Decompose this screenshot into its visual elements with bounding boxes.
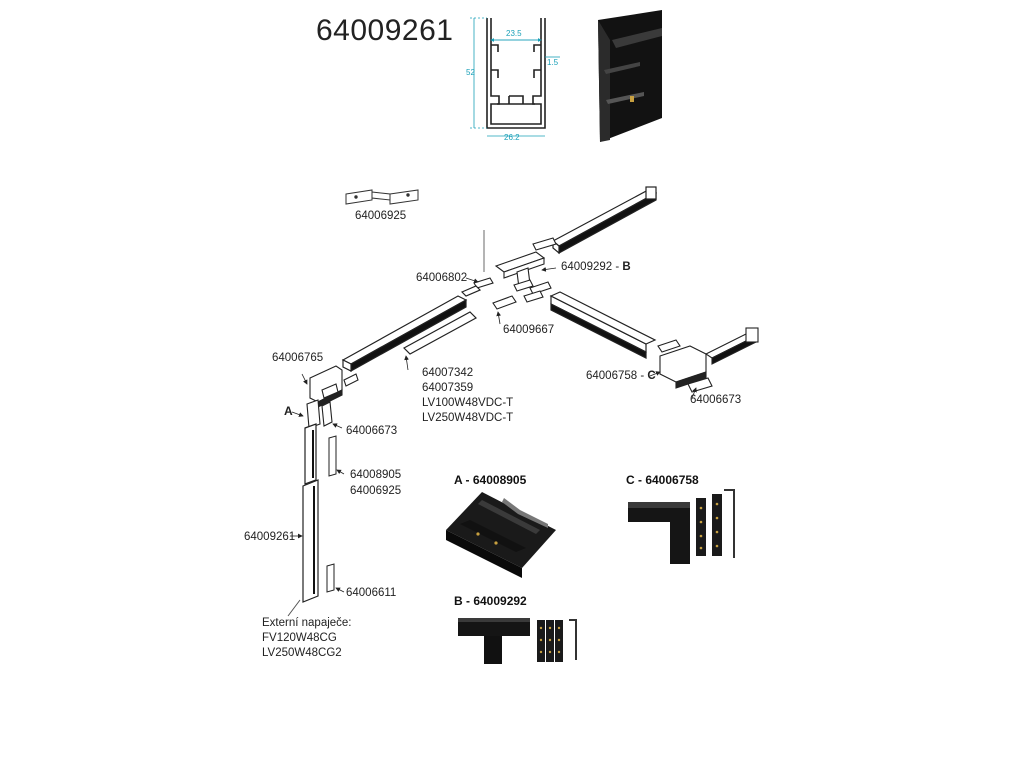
label-module-2: 64007359 xyxy=(422,382,474,394)
profile-photo xyxy=(598,10,662,142)
rail-lower-right xyxy=(549,291,657,359)
corner-left-assembly xyxy=(306,365,359,429)
t-joint-assembly xyxy=(473,230,557,310)
end-cap-drawing xyxy=(326,563,335,593)
profile-cross-section xyxy=(486,18,546,129)
detail-b-drawing xyxy=(458,618,577,664)
label-end-cap: 64006611 xyxy=(346,587,397,599)
detail-c-title: C - 64006758 xyxy=(626,473,699,487)
label-module-3: LV100W48VDC-T xyxy=(422,397,514,409)
product-code-title: 64009261 xyxy=(316,14,454,47)
detail-c-drawing xyxy=(628,489,735,564)
connector-a-vertical xyxy=(328,435,337,477)
leader-lines xyxy=(290,267,697,593)
label-top-connector: 64006925 xyxy=(355,210,407,222)
dim-outer-width: 26.2 xyxy=(504,133,520,142)
dim-inner-width: 23.5 xyxy=(506,29,522,38)
dim-height: 52 xyxy=(466,68,475,77)
label-t-sub: 64009667 xyxy=(503,324,555,336)
top-connector-drawing xyxy=(345,189,419,205)
label-corner-c: 64006758 - C xyxy=(586,370,656,382)
power-cable xyxy=(287,599,301,617)
rail-upper-right xyxy=(551,186,658,255)
rail-left-diagonal xyxy=(341,285,482,373)
label-connector-a-2: 64006925 xyxy=(350,485,402,497)
marker-a: A xyxy=(284,404,293,418)
label-ext-psu-1: FV120W48CG xyxy=(262,632,337,644)
rail-vertical-upper xyxy=(304,423,317,485)
corner-c-assembly xyxy=(657,327,759,393)
label-corner-left: 64006765 xyxy=(272,352,324,364)
rail-vertical-lower xyxy=(302,479,319,603)
label-ext-psu-2: LV250W48CG2 xyxy=(262,647,342,659)
label-rail: 64009261 xyxy=(244,531,296,543)
label-module-1: 64007342 xyxy=(422,367,474,379)
label-module-4: LV250W48VDC-T xyxy=(422,412,514,424)
label-plate-a: 64006673 xyxy=(346,425,398,437)
dimension-lines xyxy=(470,17,560,137)
label-connector-a-1: 64008905 xyxy=(350,469,402,481)
detail-b-title: B - 64009292 xyxy=(454,594,527,608)
detail-a-title: A - 64008905 xyxy=(454,473,527,487)
label-ext-psu-title: Externí napaječe: xyxy=(262,617,352,629)
detail-a-drawing xyxy=(446,492,556,578)
label-t-joint: 64009292 - B xyxy=(561,261,631,273)
label-plate-c: 64006673 xyxy=(690,394,742,406)
dim-wall: 1.5 xyxy=(547,58,559,67)
label-feed: 64006802 xyxy=(416,272,468,284)
